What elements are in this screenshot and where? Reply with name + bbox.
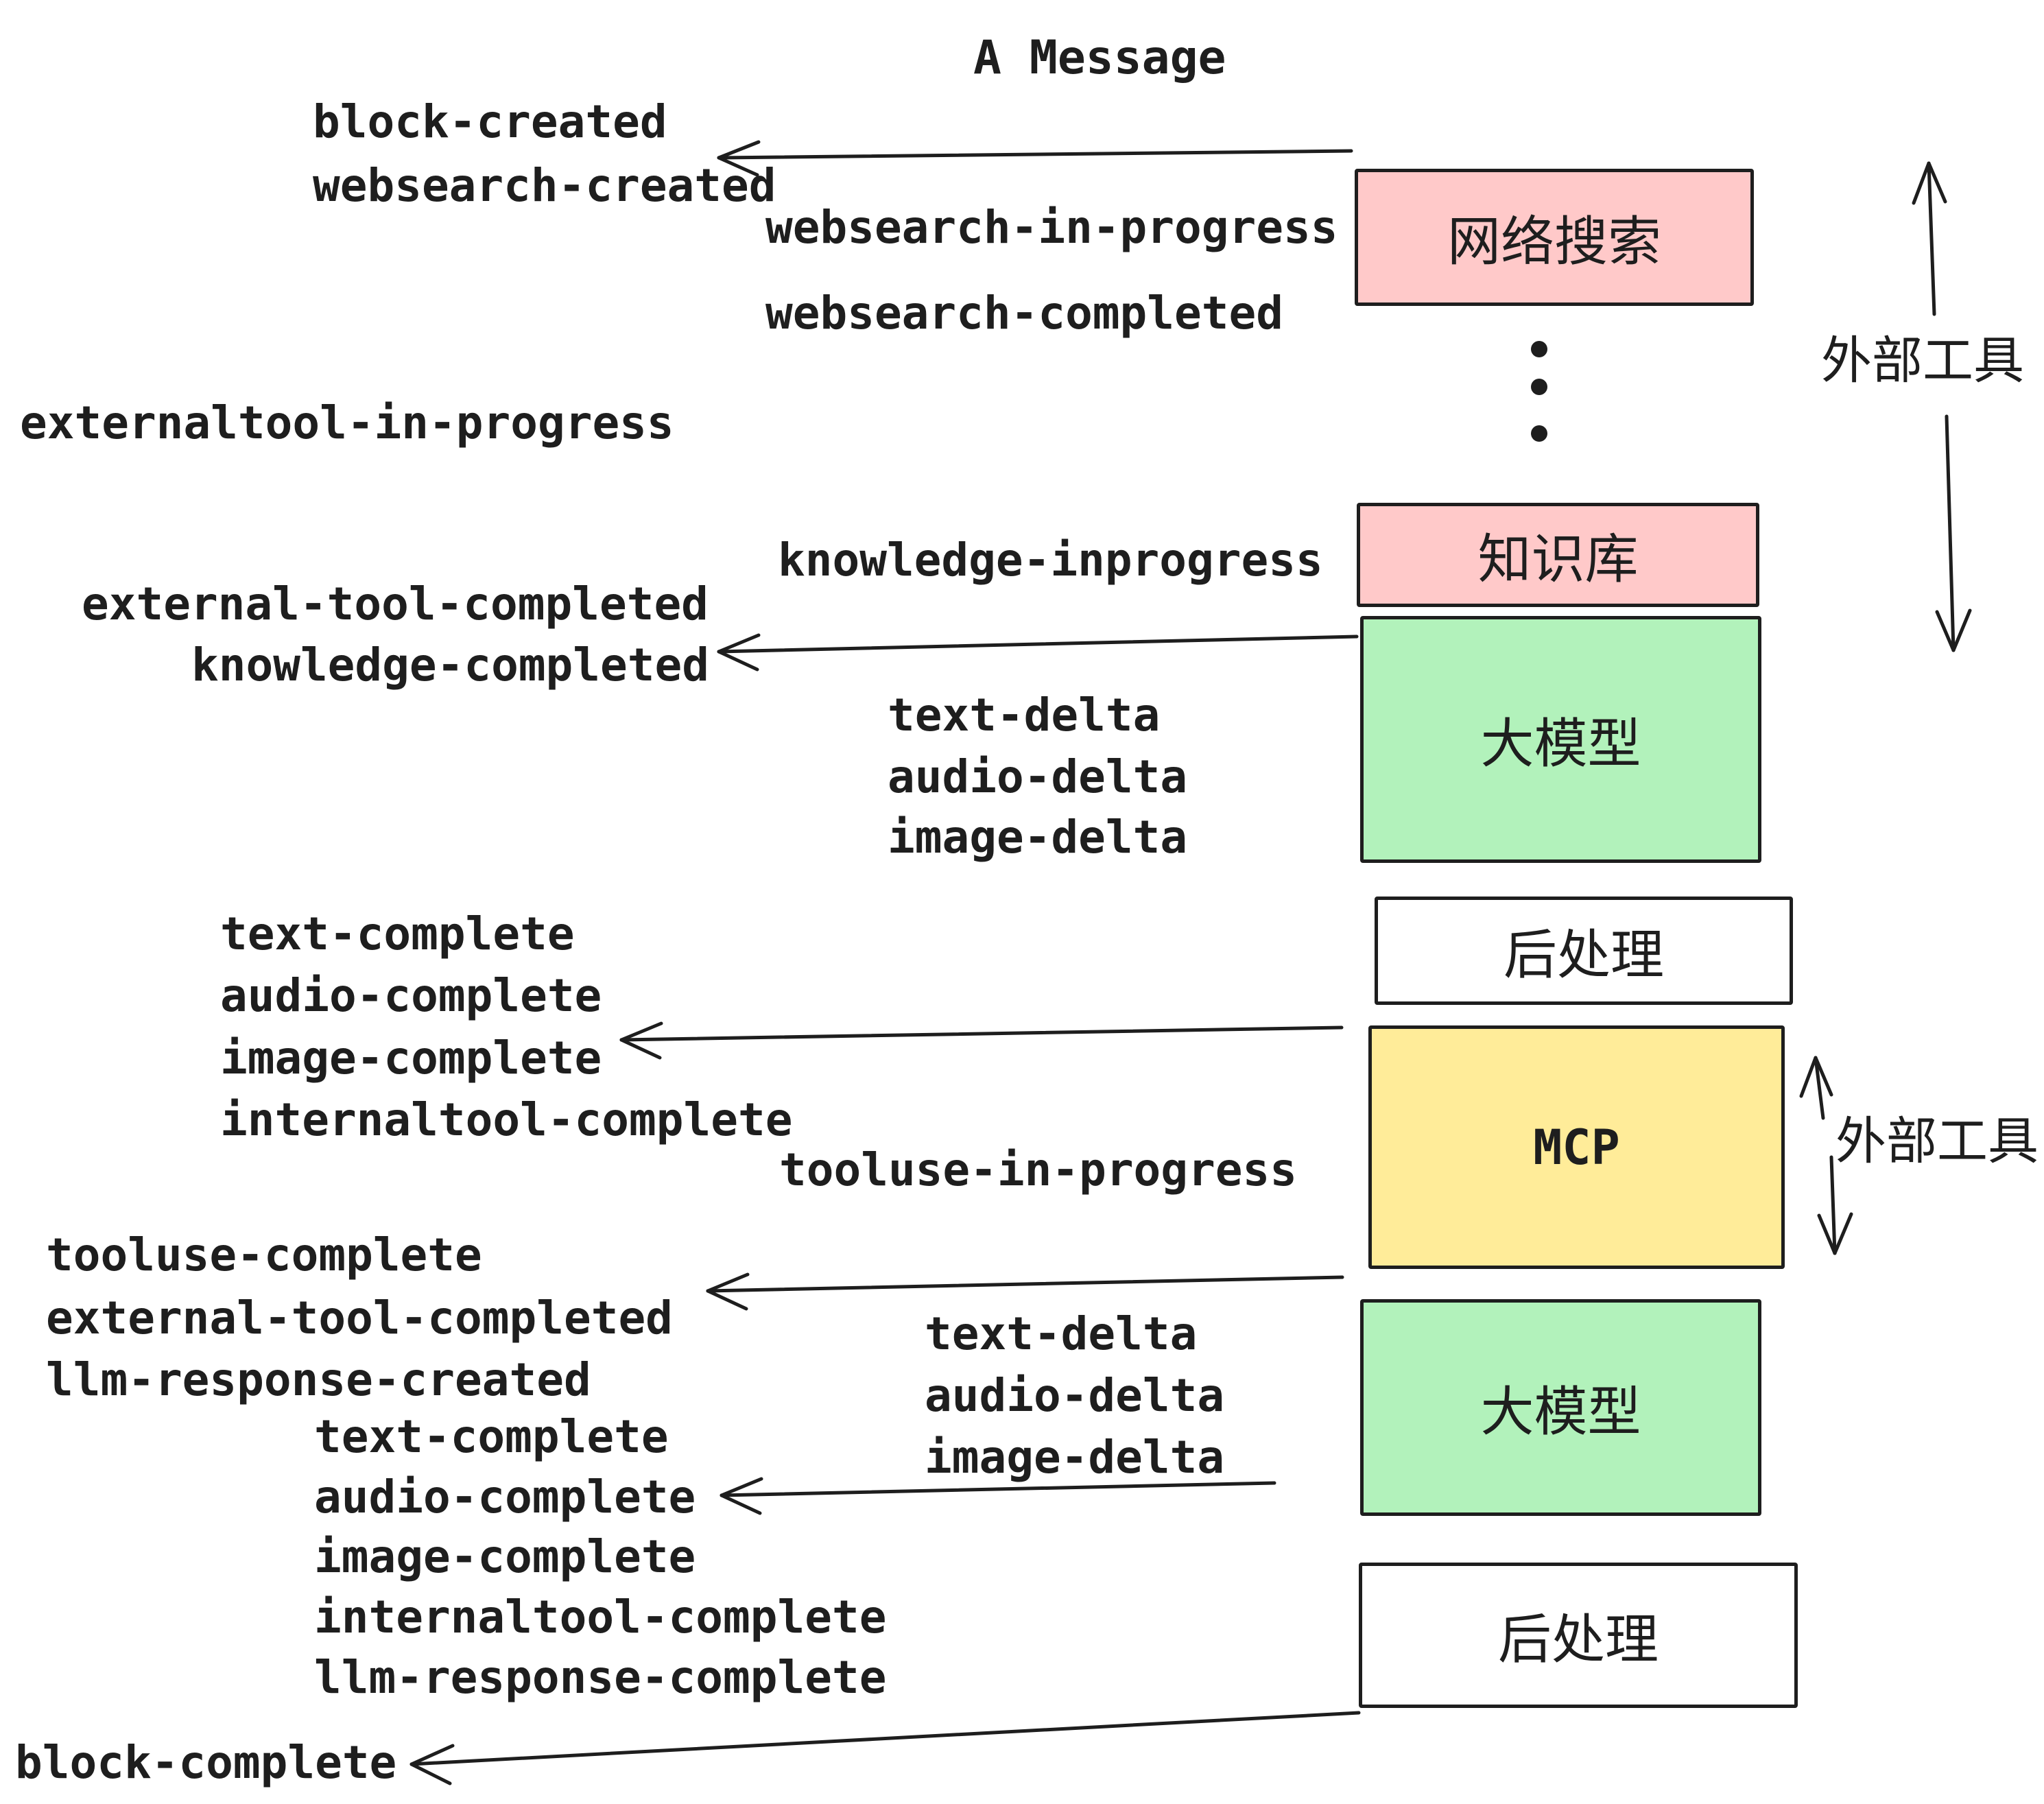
event-label-block-created: block-created (313, 95, 667, 148)
event-label-audio-complete-1: audio-complete (220, 969, 602, 1022)
node-postprocess-1: 后处理 (1375, 897, 1793, 1005)
up-arrow-external-tools-2 (1799, 1056, 1833, 1120)
event-label-image-complete-1: image-complete (220, 1032, 602, 1084)
event-label-tooluse-complete: tooluse-complete (46, 1229, 482, 1281)
node-knowledge-base-label: 知识库 (1477, 529, 1639, 591)
left-arrow-block-created (717, 140, 1353, 177)
node-postprocess-2: 后处理 (1359, 1563, 1798, 1708)
up-arrow-external-tools-1 (1912, 161, 1947, 316)
left-arrow-knowledge-completed (717, 633, 1359, 672)
left-arrow-external-tool-completed-2 (706, 1272, 1344, 1311)
node-llm-2-label: 大模型 (1480, 1381, 1641, 1443)
node-mcp: MCP (1368, 1025, 1785, 1269)
event-label-knowledge-completed: knowledge-completed (191, 639, 709, 691)
event-label-llm-response-complete: llm-response-complete (314, 1651, 887, 1704)
node-postprocess-1-label: 后处理 (1503, 925, 1664, 986)
event-label-tooluse-in-progress: tooluse-in-progress (779, 1143, 1297, 1196)
node-mcp-label: MCP (1533, 1119, 1620, 1176)
node-knowledge-base: 知识库 (1357, 503, 1759, 607)
event-label-websearch-in-progress: websearch-in-progress (765, 201, 1338, 254)
event-label-audio-complete-2: audio-complete (314, 1471, 696, 1523)
node-websearch: 网络搜索 (1355, 169, 1754, 306)
node-llm-2: 大模型 (1360, 1299, 1761, 1516)
node-llm-1-label: 大模型 (1480, 713, 1641, 775)
event-label-audio-delta-1: audio-delta (888, 750, 1188, 803)
event-label-knowledge-inprogress: knowledge-inprogress (778, 534, 1323, 586)
node-websearch-label: 网络搜索 (1447, 211, 1661, 273)
event-label-block-complete: block-complete (15, 1736, 397, 1789)
page-title: A Message (973, 31, 1226, 85)
node-postprocess-2-label: 后处理 (1497, 1609, 1659, 1671)
down-arrow-external-tools-1 (1935, 414, 1972, 652)
event-label-text-complete-1: text-complete (220, 907, 575, 960)
event-label-external-tool-completed-1: external-tool-completed (82, 578, 709, 630)
left-arrow-image-complete-1 (619, 1021, 1344, 1060)
event-label-websearch-created: websearch-created (313, 159, 776, 212)
event-label-text-delta-1: text-delta (888, 689, 1161, 741)
external-tools-label-1: 外部工具 (1821, 331, 2024, 390)
event-label-text-delta-2: text-delta (925, 1307, 1198, 1360)
left-arrow-block-complete (409, 1711, 1361, 1785)
event-label-audio-delta-2: audio-delta (925, 1369, 1225, 1422)
event-label-llm-response-created: llm-response-created (46, 1353, 591, 1406)
event-label-externaltool-in-progress: externaltool-in-progress (20, 396, 674, 449)
external-tools-label-2: 外部工具 (1835, 1112, 2039, 1171)
event-label-internaltool-complete-2: internaltool-complete (314, 1591, 887, 1643)
event-label-websearch-completed: websearch-completed (765, 287, 1283, 340)
down-arrow-external-tools-2 (1817, 1155, 1853, 1255)
event-label-internaltool-complete-1: internaltool-complete (220, 1093, 793, 1146)
event-label-external-tool-completed-2: external-tool-completed (46, 1292, 673, 1344)
event-label-image-delta-2: image-delta (925, 1431, 1225, 1484)
node-llm-1: 大模型 (1360, 616, 1761, 863)
event-label-text-complete-2: text-complete (314, 1410, 669, 1463)
event-label-image-complete-2: image-complete (314, 1530, 696, 1583)
left-arrow-audio-complete-2 (720, 1477, 1276, 1515)
event-label-image-delta-1: image-delta (888, 811, 1188, 864)
